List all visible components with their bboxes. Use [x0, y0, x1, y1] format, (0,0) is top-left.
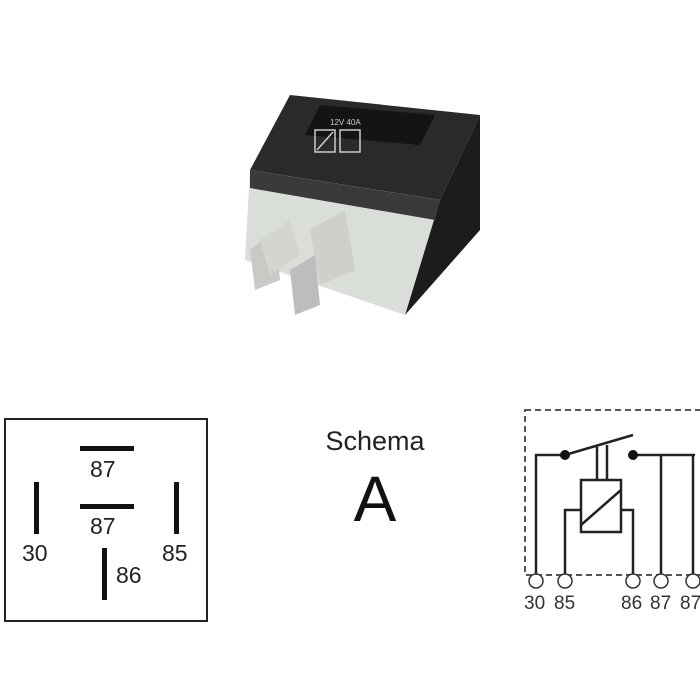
pin-87b-bar [80, 504, 134, 509]
terminal-87b: 87 [680, 593, 700, 614]
relay-photo: 12V 40A [245, 95, 480, 315]
terminal-87: 87 [650, 593, 672, 614]
pin-87-bar [80, 446, 134, 451]
pin-85-bar [174, 482, 179, 534]
schema-letter: A [353, 463, 397, 535]
wiring-diagram [524, 409, 700, 589]
pin-30-label: 30 [22, 540, 48, 566]
schema-label: Schema [325, 426, 425, 456]
pin-86-bar [102, 548, 107, 600]
terminal-85: 85 [554, 593, 576, 614]
pin-layout-box: 87 87 30 85 86 [4, 418, 208, 622]
terminal-86: 86 [621, 593, 643, 614]
pin-30-bar [34, 482, 39, 534]
pin-86-label: 86 [116, 562, 142, 588]
pin-85-label: 85 [162, 540, 188, 566]
svg-text:12V 40A: 12V 40A [330, 118, 361, 127]
terminal-30: 30 [524, 593, 546, 614]
pin-87b-label: 87 [90, 513, 116, 539]
pin-87-label: 87 [90, 456, 116, 482]
